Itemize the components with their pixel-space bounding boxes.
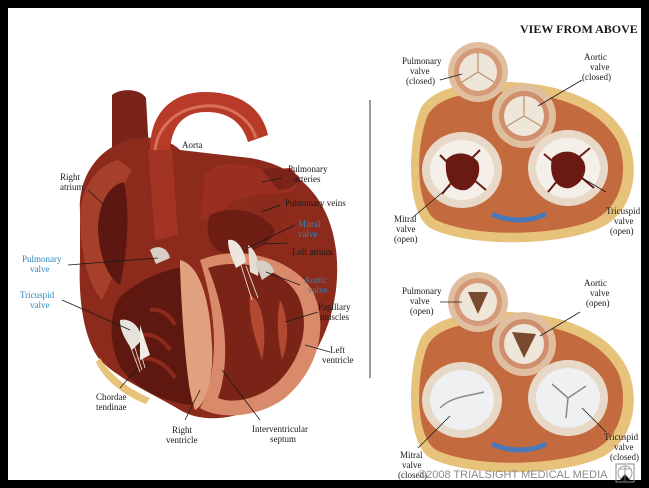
label-interventricular-septum-1: Interventricular <box>252 424 308 434</box>
label-aortic-valve-1: Aortic <box>304 275 327 285</box>
label-mitral-valve-1: Mitral <box>298 219 321 229</box>
label-right-atrium-2: atrium <box>60 182 84 192</box>
label-right-ventricle-1: Right <box>172 425 193 435</box>
vitruvian-logo-icon <box>616 464 634 482</box>
label-tv1-tricuspid-3: (open) <box>610 226 634 236</box>
label-tv2-tricuspid-3: (closed) <box>610 452 639 462</box>
label-tv1-mitral-3: (open) <box>394 234 418 244</box>
label-aorta: Aorta <box>182 140 203 150</box>
label-tv2-pulmonary-3: (open) <box>410 306 434 316</box>
label-tv2-mitral-1: Mitral <box>400 450 423 460</box>
label-left-ventricle-2: ventricle <box>322 355 353 365</box>
label-tv1-mitral-1: Mitral <box>394 214 417 224</box>
label-pulmonary-veins: Pulmonary veins <box>285 198 346 208</box>
label-mitral-valve-2: valve <box>298 229 318 239</box>
view-from-above-header: VIEW FROM ABOVE <box>520 22 638 36</box>
label-tv1-pulmonary-3: (closed) <box>406 76 435 86</box>
label-interventricular-septum-2: septum <box>270 434 296 444</box>
label-tv1-aortic-1: Aortic <box>584 52 607 62</box>
label-tricuspid-valve-2: valve <box>30 300 50 310</box>
label-pulmonary-arteries-1: Pulmonary <box>288 164 328 174</box>
label-tv2-aortic-2: valve <box>590 288 610 298</box>
label-tv1-tricuspid-1: Tricuspid <box>606 206 641 216</box>
label-tv2-pulmonary-1: Pulmonary <box>402 286 442 296</box>
label-right-atrium-1: Right <box>60 172 81 182</box>
label-tv2-tricuspid-2: valve <box>614 442 634 452</box>
label-aortic-valve-2: valve <box>308 285 328 295</box>
label-tv1-pulmonary-2: valve <box>410 66 430 76</box>
label-pulmonary-valve-1: Pulmonary <box>22 254 62 264</box>
label-left-ventricle-1: Left <box>330 345 345 355</box>
label-left-atrium: Left atrium <box>292 247 333 257</box>
label-tv2-aortic-1: Aortic <box>584 278 607 288</box>
label-pulmonary-valve-2: valve <box>30 264 50 274</box>
label-tv2-pulmonary-2: valve <box>410 296 430 306</box>
label-papillary-muscles-2: muscles <box>320 312 349 322</box>
label-tv1-tricuspid-2: valve <box>614 216 634 226</box>
label-tv1-pulmonary-1: Pulmonary <box>402 56 442 66</box>
label-chordae-tendinae-2: tendinae <box>96 402 127 412</box>
label-tv2-aortic-3: (open) <box>586 298 610 308</box>
watermark-text: ©2008 TRIALSIGHT MEDICAL MEDIA <box>418 469 608 481</box>
label-tv2-tricuspid-1: Tricuspid <box>604 432 639 442</box>
label-tv1-mitral-2: valve <box>396 224 416 234</box>
label-tricuspid-valve-1: Tricuspid <box>20 290 55 300</box>
label-papillary-muscles-1: Papillary <box>318 302 351 312</box>
label-right-ventricle-2: ventricle <box>166 435 197 445</box>
label-tv1-aortic-3: (closed) <box>582 72 611 82</box>
label-chordae-tendinae-1: Chordae <box>96 392 127 402</box>
label-tv1-aortic-2: valve <box>590 62 610 72</box>
label-pulmonary-arteries-2: arteries <box>294 174 321 184</box>
